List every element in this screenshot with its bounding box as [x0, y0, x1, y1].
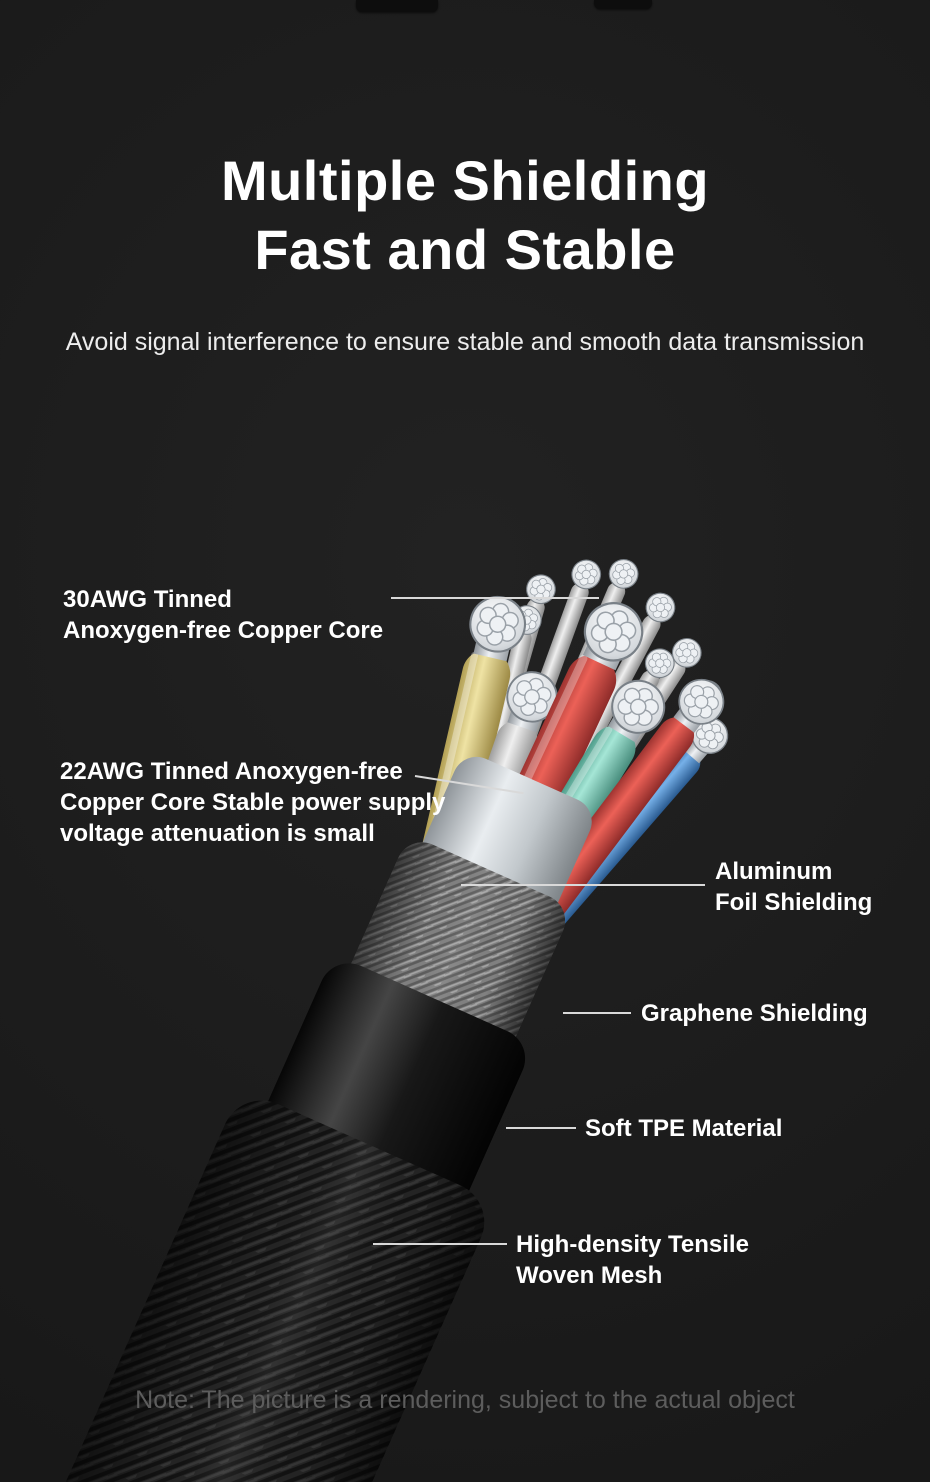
- woven-mesh-layer: [0, 1100, 485, 1482]
- callout-woven-mesh: High-density Tensile Woven Mesh: [516, 1231, 749, 1289]
- page-subtitle: Avoid signal interference to ensure stab…: [65, 328, 865, 356]
- leader-line-graphene: [563, 1012, 631, 1014]
- page-title: Multiple Shielding Fast and Stable: [0, 146, 930, 285]
- callout-aluminum-foil-shielding: Aluminum Foil Shielding: [715, 858, 873, 916]
- callout-30awg-copper-core: 30AWG Tinned Anoxygen-free Copper Core: [63, 586, 384, 644]
- callout-graphene-shielding: Graphene Shielding: [641, 1000, 868, 1027]
- disclaimer-note: Note: The picture is a rendering, subjec…: [135, 1386, 795, 1414]
- leader-line-30awg: [391, 597, 599, 599]
- cable-connector-top-right: [594, 0, 652, 9]
- callout-22awg-copper-core: 22AWG Tinned Anoxygen-free Copper Core S…: [60, 758, 446, 847]
- leader-line-aluminum: [461, 884, 705, 886]
- title-line-1: Multiple Shielding: [220, 149, 710, 212]
- title-line-2: Fast and Stable: [254, 218, 676, 282]
- callout-soft-tpe-material: Soft TPE Material: [585, 1115, 783, 1142]
- leader-line-tpe: [506, 1127, 576, 1129]
- leader-line-mesh: [373, 1243, 507, 1245]
- cable-connector-top-left: [356, 0, 438, 12]
